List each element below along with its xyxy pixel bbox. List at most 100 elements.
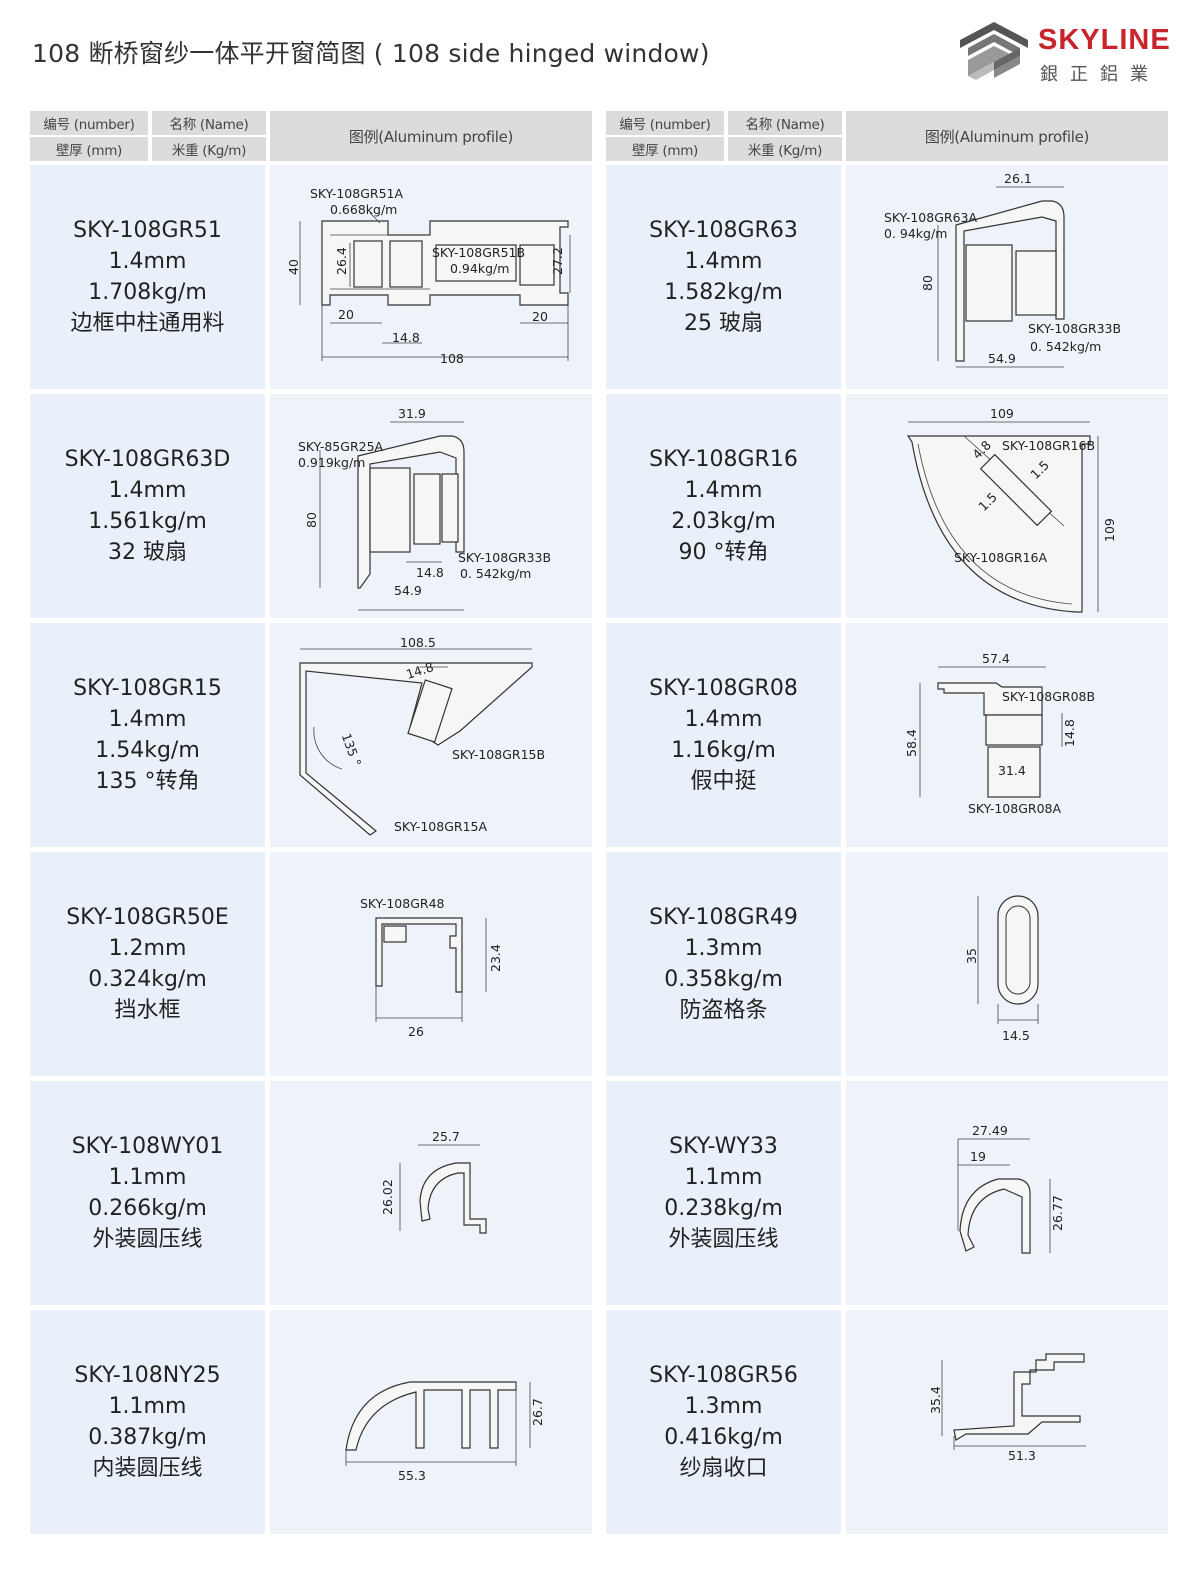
- profile-label: 0. 542kg/m: [1030, 339, 1101, 354]
- profile-label: SKY-108GR15B: [452, 747, 545, 762]
- table-row: SKY-108GR49 1.3mm 0.358kg/m 防盗格条 35 14.5: [606, 852, 1168, 1076]
- profile-info: SKY-108GR63D 1.4mm 1.561kg/m 32 玻扇: [30, 394, 265, 618]
- profile-label: SKY-108GR51A: [310, 186, 403, 201]
- profile-label: 55.3: [398, 1468, 426, 1483]
- profile-name: 外装圆压线: [668, 1227, 779, 1252]
- profile-label: 35: [964, 948, 979, 964]
- profile-label: SKY-85GR25A: [298, 439, 384, 454]
- profile-name: 边框中柱通用料: [70, 311, 225, 336]
- table-row: SKY-WY33 1.1mm 0.238kg/m 外装圆压线 27.49 19 …: [606, 1081, 1168, 1305]
- profile-label: 108.5: [400, 635, 436, 650]
- profile-drawing: 108.5 14.8 135 ° SKY-108GR15B SKY-108GR1…: [270, 623, 592, 847]
- profile-code: SKY-108GR63: [649, 218, 798, 243]
- profile-info: SKY-108GR16 1.4mm 2.03kg/m 90 °转角: [606, 394, 841, 618]
- profile-info: SKY-WY33 1.1mm 0.238kg/m 外装圆压线: [606, 1081, 841, 1305]
- profile-thickness: 1.3mm: [684, 936, 763, 961]
- profile-drawing: 26.7 55.3: [270, 1310, 592, 1534]
- header-thickness: 壁厚 (mm): [30, 137, 148, 161]
- skyline-logo-icon: [960, 22, 1028, 80]
- header-name: 名称 (Name): [728, 111, 842, 135]
- profile-label: 20: [338, 307, 354, 322]
- profile-weight: 0.358kg/m: [664, 967, 783, 992]
- profile-label: 108: [440, 351, 464, 366]
- profile-label: 27.49: [972, 1123, 1008, 1138]
- table-row: SKY-108NY25 1.1mm 0.387kg/m 内装圆压线 26.7 5…: [30, 1310, 592, 1534]
- brand-name-cn: 銀正鋁業: [1040, 64, 1160, 85]
- profile-info: SKY-108GR49 1.3mm 0.358kg/m 防盗格条: [606, 852, 841, 1076]
- profile-weight: 2.03kg/m: [671, 509, 776, 534]
- profile-name: 内装圆压线: [92, 1456, 203, 1481]
- profile-label: 14.8: [416, 565, 444, 580]
- profile-code: SKY-108GR51: [73, 218, 222, 243]
- profile-name: 纱扇收口: [679, 1456, 768, 1481]
- profile-drawing: 35.4 51.3: [846, 1310, 1168, 1534]
- profile-info: SKY-108GR50E 1.2mm 0.324kg/m 挡水框: [30, 852, 265, 1076]
- profile-label: 0.919kg/m: [298, 455, 365, 470]
- profile-label: 25.7: [432, 1129, 460, 1144]
- profile-label: 26.4: [334, 247, 349, 275]
- profile-weight: 0.266kg/m: [88, 1196, 207, 1221]
- profile-label: 54.9: [988, 351, 1016, 366]
- profile-code: SKY-WY33: [669, 1134, 778, 1159]
- profile-label: 14.8: [1062, 719, 1077, 747]
- profile-label: 0.94kg/m: [450, 261, 509, 276]
- profile-label: 109: [990, 406, 1014, 421]
- profile-thickness: 1.4mm: [684, 707, 763, 732]
- profile-code: SKY-108GR16: [649, 447, 798, 472]
- profile-label: 58.4: [904, 729, 919, 757]
- profile-label: 135 °: [339, 731, 365, 768]
- profile-code: SKY-108GR63D: [64, 447, 231, 472]
- profile-drawing: SKY-108GR51A 0.668kg/m SKY-108GR51B 0.94…: [270, 165, 592, 389]
- profile-thickness: 1.4mm: [108, 478, 187, 503]
- profile-label: 14.8: [392, 330, 420, 345]
- profile-drawing: 35 14.5: [846, 852, 1168, 1076]
- table-row: SKY-108GR63 1.4mm 1.582kg/m 25 玻扇 26.1 S…: [606, 165, 1168, 389]
- table-row: SKY-108GR08 1.4mm 1.16kg/m 假中挺 57.4 SKY-…: [606, 623, 1168, 847]
- profile-thickness: 1.4mm: [684, 478, 763, 503]
- header-weight: 米重 (Kg/m): [152, 137, 266, 161]
- profile-label: 80: [920, 275, 935, 291]
- profile-table-left: 编号 (number) 名称 (Name) 壁厚 (mm) 米重 (Kg/m) …: [30, 111, 592, 1534]
- profile-weight: 1.16kg/m: [671, 738, 776, 763]
- profile-label: SKY-108GR16B: [1002, 438, 1095, 453]
- table-header: 编号 (number) 名称 (Name) 壁厚 (mm) 米重 (Kg/m) …: [30, 111, 592, 161]
- profile-info: SKY-108GR56 1.3mm 0.416kg/m 纱扇收口: [606, 1310, 841, 1534]
- profile-name: 90 °转角: [678, 540, 769, 565]
- table-row: SKY-108GR50E 1.2mm 0.324kg/m 挡水框 SKY-108…: [30, 852, 592, 1076]
- profile-label: SKY-108GR16A: [954, 550, 1047, 565]
- profile-thickness: 1.4mm: [108, 249, 187, 274]
- profile-code: SKY-108GR56: [649, 1363, 798, 1388]
- profile-label: 80: [304, 512, 319, 528]
- brand-name: SKYLINE: [1038, 24, 1171, 56]
- profile-drawing: 109 4.8 SKY-108GR16B 1.5 1.5 109 SKY-108…: [846, 394, 1168, 618]
- profile-code: SKY-108WY01: [71, 1134, 224, 1159]
- profile-thickness: 1.4mm: [684, 249, 763, 274]
- profile-label: SKY-108GR63A: [884, 210, 977, 225]
- profile-thickness: 1.2mm: [108, 936, 187, 961]
- profile-name: 防盗格条: [679, 998, 768, 1023]
- profile-label: SKY-108GR33B: [458, 550, 551, 565]
- profile-label: 40: [286, 259, 301, 275]
- profile-name: 32 玻扇: [108, 540, 187, 565]
- profile-label: 57.4: [982, 651, 1010, 666]
- profile-weight: 0.324kg/m: [88, 967, 207, 992]
- table-row: SKY-108GR15 1.4mm 1.54kg/m 135 °转角 108.5…: [30, 623, 592, 847]
- profile-info: SKY-108NY25 1.1mm 0.387kg/m 内装圆压线: [30, 1310, 265, 1534]
- profile-label: 26.7: [530, 1398, 545, 1426]
- profile-label: SKY-108GR15A: [394, 819, 487, 834]
- profile-label: SKY-108GR08B: [1002, 689, 1095, 704]
- profile-info: SKY-108GR08 1.4mm 1.16kg/m 假中挺: [606, 623, 841, 847]
- profile-thickness: 1.4mm: [108, 707, 187, 732]
- header-profile: 图例(Aluminum profile): [846, 111, 1168, 161]
- profile-weight: 1.561kg/m: [88, 509, 207, 534]
- profile-drawing: SKY-108GR48 23.4 26: [270, 852, 592, 1076]
- table-row: SKY-108GR51 1.4mm 1.708kg/m 边框中柱通用料: [30, 165, 592, 389]
- profile-code: SKY-108GR50E: [66, 905, 229, 930]
- profile-label: 31.4: [998, 763, 1026, 778]
- header-profile: 图例(Aluminum profile): [270, 111, 592, 161]
- profile-label: 23.4: [488, 944, 503, 972]
- profile-drawing: 26.1 SKY-108GR63A 0. 94kg/m 80 SKY-108GR…: [846, 165, 1168, 389]
- header-number: 编号 (number): [606, 111, 724, 135]
- header-number: 编号 (number): [30, 111, 148, 135]
- profile-thickness: 1.1mm: [108, 1165, 187, 1190]
